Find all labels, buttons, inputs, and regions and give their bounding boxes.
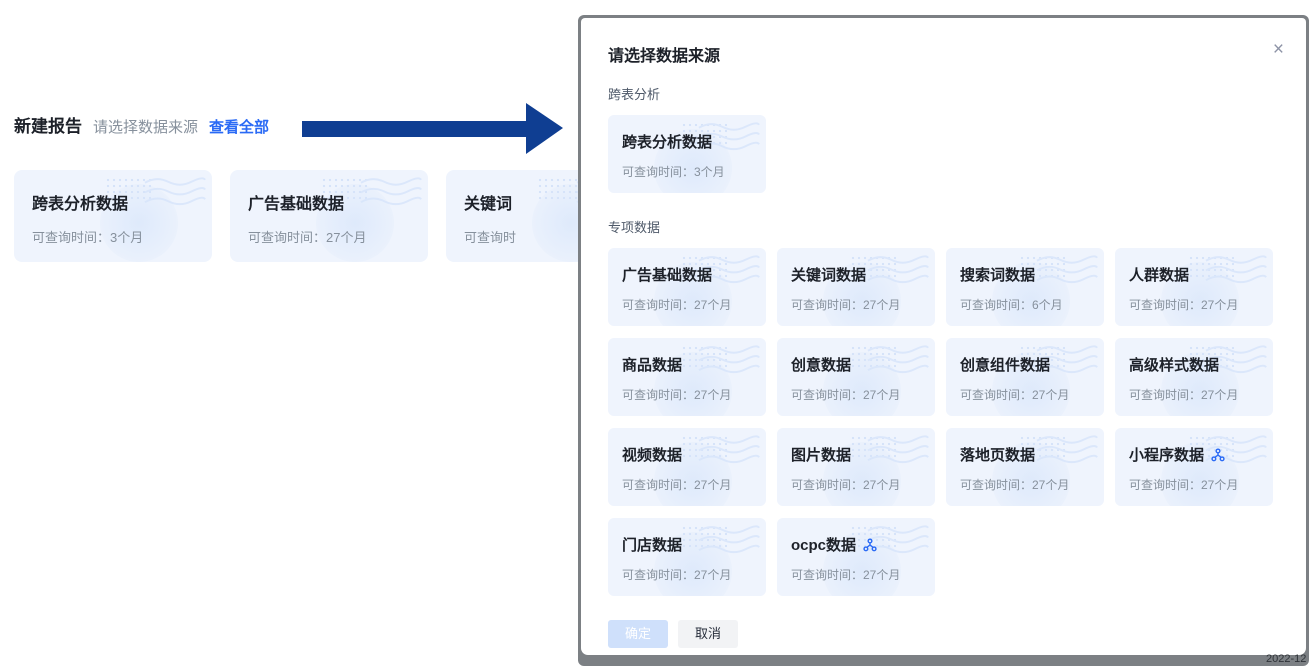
query-time-label: 可查询时间：27个月 <box>791 298 901 312</box>
data-source-name: 广告基础数据 <box>622 267 713 284</box>
confirm-button[interactable]: 确定 <box>608 620 669 648</box>
query-time-label: 可查询时间：27个月 <box>791 478 901 492</box>
data-source-card[interactable]: 人群数据 可查询时间：27个月 <box>1115 248 1273 326</box>
card-title-row: ocpc数据 <box>791 534 921 555</box>
data-source-name: 关键词 <box>464 196 513 213</box>
data-source-name: 创意数据 <box>791 357 852 374</box>
card-title-row: 人群数据 <box>1129 264 1259 285</box>
section-label-cross-analysis: 跨表分析 <box>608 87 661 102</box>
card-title-row: 门店数据 <box>622 534 752 555</box>
modal-actions: 确定 取消 <box>608 620 1306 648</box>
data-source-name: 视频数据 <box>622 447 683 464</box>
query-time-label: 可查询时间：6个月 <box>960 298 1063 312</box>
card-title-row: 关键词 <box>464 190 626 214</box>
card-title-row: 搜索词数据 <box>960 264 1090 285</box>
data-source-card[interactable]: 图片数据 可查询时间：27个月 <box>777 428 935 506</box>
query-time-label: 可查询时间：27个月 <box>622 298 732 312</box>
query-time-label: 可查询时间：27个月 <box>791 568 901 582</box>
card-title-row: 广告基础数据 <box>622 264 752 285</box>
card-title-row: 高级样式数据 <box>1129 354 1259 375</box>
data-source-name: 落地页数据 <box>960 447 1036 464</box>
query-time-label: 可查询时间：27个月 <box>1129 388 1239 402</box>
data-source-name: ocpc数据 <box>791 537 857 554</box>
view-all-link[interactable]: 查看全部 <box>209 119 270 136</box>
card-title-row: 小程序数据 <box>1129 444 1259 465</box>
data-source-card[interactable]: 小程序数据 可查询时间：27个月 <box>1115 428 1273 506</box>
share-nodes-icon <box>863 537 877 551</box>
query-time-label: 可查询时间：27个月 <box>622 388 732 402</box>
query-time-label: 可查询时 <box>464 230 517 245</box>
data-source-modal: 请选择数据来源 × 跨表分析 跨表分析数据 可查询时间：3个月 专项数据 <box>578 15 1309 666</box>
page-title: 新建报告 <box>14 117 82 136</box>
card-title-row: 跨表分析数据 <box>622 131 752 152</box>
card-title-row: 创意组件数据 <box>960 354 1090 375</box>
query-time-label: 可查询时间：27个月 <box>960 388 1070 402</box>
data-source-name: 关键词数据 <box>791 267 867 284</box>
card-title-row: 跨表分析数据 <box>32 190 194 214</box>
card-title-row: 图片数据 <box>791 444 921 465</box>
share-nodes-icon <box>1211 447 1225 461</box>
modal-body: 请选择数据来源 × 跨表分析 跨表分析数据 可查询时间：3个月 专项数据 <box>581 18 1306 655</box>
data-source-card[interactable]: 商品数据 可查询时间：27个月 <box>608 338 766 416</box>
query-time-label: 可查询时间：27个月 <box>960 478 1070 492</box>
data-source-card[interactable]: 搜索词数据 可查询时间：6个月 <box>946 248 1104 326</box>
data-source-name: 搜索词数据 <box>960 267 1036 284</box>
data-source-card-row: 跨表分析数据 可查询时间：3个月 广告基础数据 可查询时间：27个月 关键词 可… <box>14 170 644 262</box>
query-time-label: 可查询时间：27个月 <box>1129 478 1239 492</box>
modal-header: 请选择数据来源 × <box>608 39 1306 65</box>
query-time-label: 可查询时间：27个月 <box>248 230 367 245</box>
data-source-card[interactable]: 跨表分析数据 可查询时间：3个月 <box>14 170 212 262</box>
data-source-name: 图片数据 <box>791 447 852 464</box>
data-source-card[interactable]: ocpc数据 可查询时间：27个月 <box>777 518 935 596</box>
card-title-row: 落地页数据 <box>960 444 1090 465</box>
data-source-card[interactable]: 跨表分析数据 可查询时间：3个月 <box>608 115 766 193</box>
data-source-name: 人群数据 <box>1129 267 1190 284</box>
section-label-special-data: 专项数据 <box>608 220 661 235</box>
data-source-card[interactable]: 门店数据 可查询时间：27个月 <box>608 518 766 596</box>
modal-title: 请选择数据来源 <box>608 48 721 65</box>
data-source-card[interactable]: 关键词数据 可查询时间：27个月 <box>777 248 935 326</box>
query-time-label: 可查询时间：3个月 <box>32 230 144 245</box>
card-title-row: 关键词数据 <box>791 264 921 285</box>
cancel-button[interactable]: 取消 <box>678 620 739 648</box>
card-title-row: 广告基础数据 <box>248 190 410 214</box>
arrow-right-annotation <box>302 103 563 154</box>
data-source-name: 跨表分析数据 <box>622 134 713 151</box>
data-source-name: 创意组件数据 <box>960 357 1051 374</box>
card-title-row: 创意数据 <box>791 354 921 375</box>
data-source-card[interactable]: 落地页数据 可查询时间：27个月 <box>946 428 1104 506</box>
data-source-name: 商品数据 <box>622 357 683 374</box>
data-source-card[interactable]: 创意数据 可查询时间：27个月 <box>777 338 935 416</box>
query-time-label: 可查询时间：27个月 <box>622 478 732 492</box>
special-data-card-grid: 广告基础数据 可查询时间：27个月 关键词数据 可查询时间：27个月 搜索词数据… <box>608 248 1306 596</box>
cross-analysis-card-grid: 跨表分析数据 可查询时间：3个月 <box>608 115 1306 193</box>
close-icon[interactable]: × <box>1272 39 1284 60</box>
data-source-name: 高级样式数据 <box>1129 357 1220 374</box>
card-title-row: 商品数据 <box>622 354 752 375</box>
query-time-label: 可查询时间：3个月 <box>622 165 725 179</box>
card-title-row: 视频数据 <box>622 444 752 465</box>
data-source-card[interactable]: 广告基础数据 可查询时间：27个月 <box>230 170 428 262</box>
data-source-card[interactable]: 创意组件数据 可查询时间：27个月 <box>946 338 1104 416</box>
background-date-fragment: 2022-12 <box>1266 653 1307 665</box>
data-source-name: 小程序数据 <box>1129 447 1205 464</box>
data-source-name: 门店数据 <box>622 537 683 554</box>
query-time-label: 可查询时间：27个月 <box>1129 298 1239 312</box>
page-header: 新建报告 请选择数据来源 查看全部 <box>14 112 269 137</box>
data-source-name: 跨表分析数据 <box>32 196 129 213</box>
query-time-label: 可查询时间：27个月 <box>791 388 901 402</box>
query-time-label: 可查询时间：27个月 <box>622 568 732 582</box>
data-source-card[interactable]: 视频数据 可查询时间：27个月 <box>608 428 766 506</box>
page-subtitle: 请选择数据来源 <box>93 119 199 136</box>
data-source-card[interactable]: 广告基础数据 可查询时间：27个月 <box>608 248 766 326</box>
data-source-card[interactable]: 高级样式数据 可查询时间：27个月 <box>1115 338 1273 416</box>
data-source-name: 广告基础数据 <box>248 196 345 213</box>
